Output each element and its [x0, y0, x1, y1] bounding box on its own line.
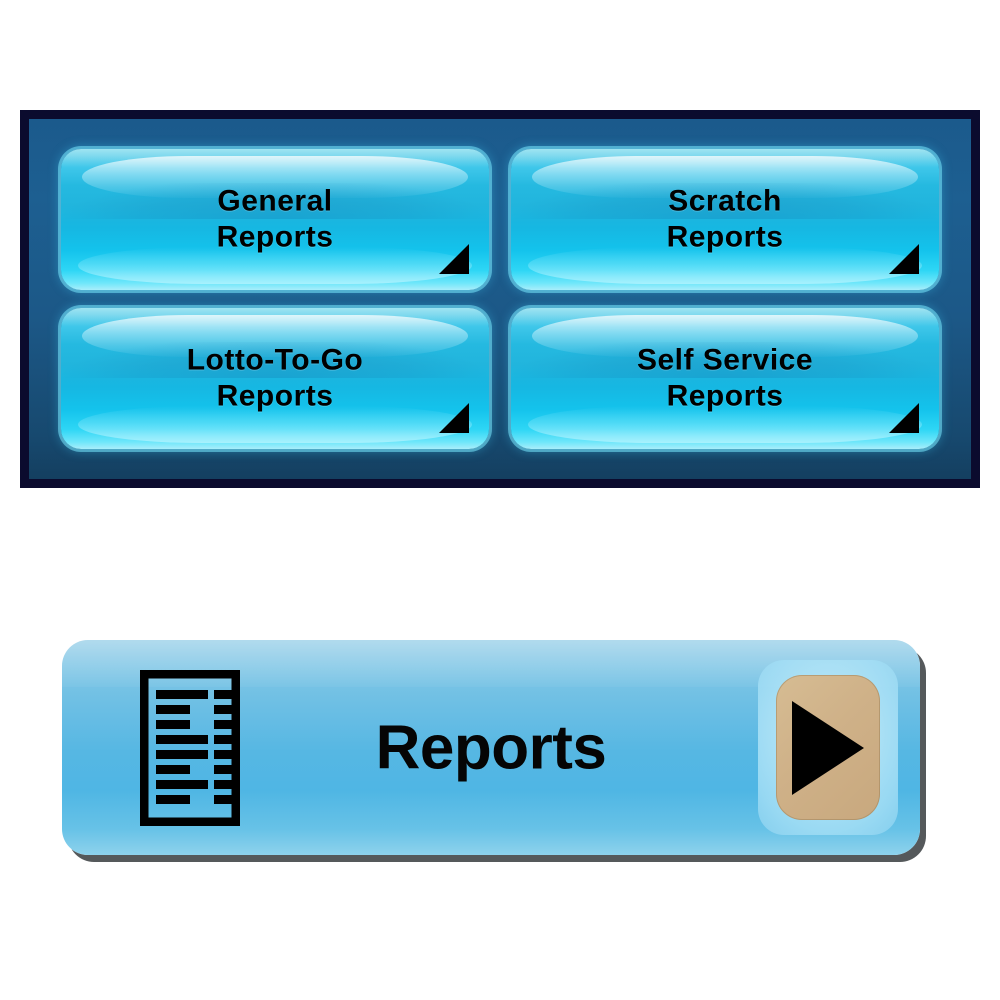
reports-label: Reports	[375, 713, 607, 782]
corner-triangle-icon	[889, 244, 919, 274]
reports-submenu-panel: General Reports Scratch Reports Lotto-To…	[20, 110, 980, 488]
lotto-to-go-reports-button[interactable]: Lotto-To-Go Reports	[61, 308, 489, 449]
self-service-reports-button[interactable]: Self Service Reports	[511, 308, 939, 449]
reports-submenu-grid: General Reports Scratch Reports Lotto-To…	[29, 119, 971, 479]
play-arrow-icon	[792, 700, 864, 795]
corner-triangle-icon	[439, 403, 469, 433]
corner-triangle-icon	[889, 403, 919, 433]
reports-button[interactable]: Reports	[62, 640, 920, 855]
lotto-to-go-reports-label: Lotto-To-Go Reports	[186, 342, 364, 413]
corner-triangle-icon	[439, 244, 469, 274]
general-reports-button[interactable]: General Reports	[61, 149, 489, 290]
general-reports-label: General Reports	[216, 183, 334, 254]
play-arrow-button[interactable]	[776, 675, 880, 820]
scratch-reports-label: Scratch Reports	[666, 183, 784, 254]
self-service-reports-label: Self Service Reports	[636, 342, 814, 413]
scratch-reports-button[interactable]: Scratch Reports	[511, 149, 939, 290]
report-document-icon	[140, 670, 240, 826]
